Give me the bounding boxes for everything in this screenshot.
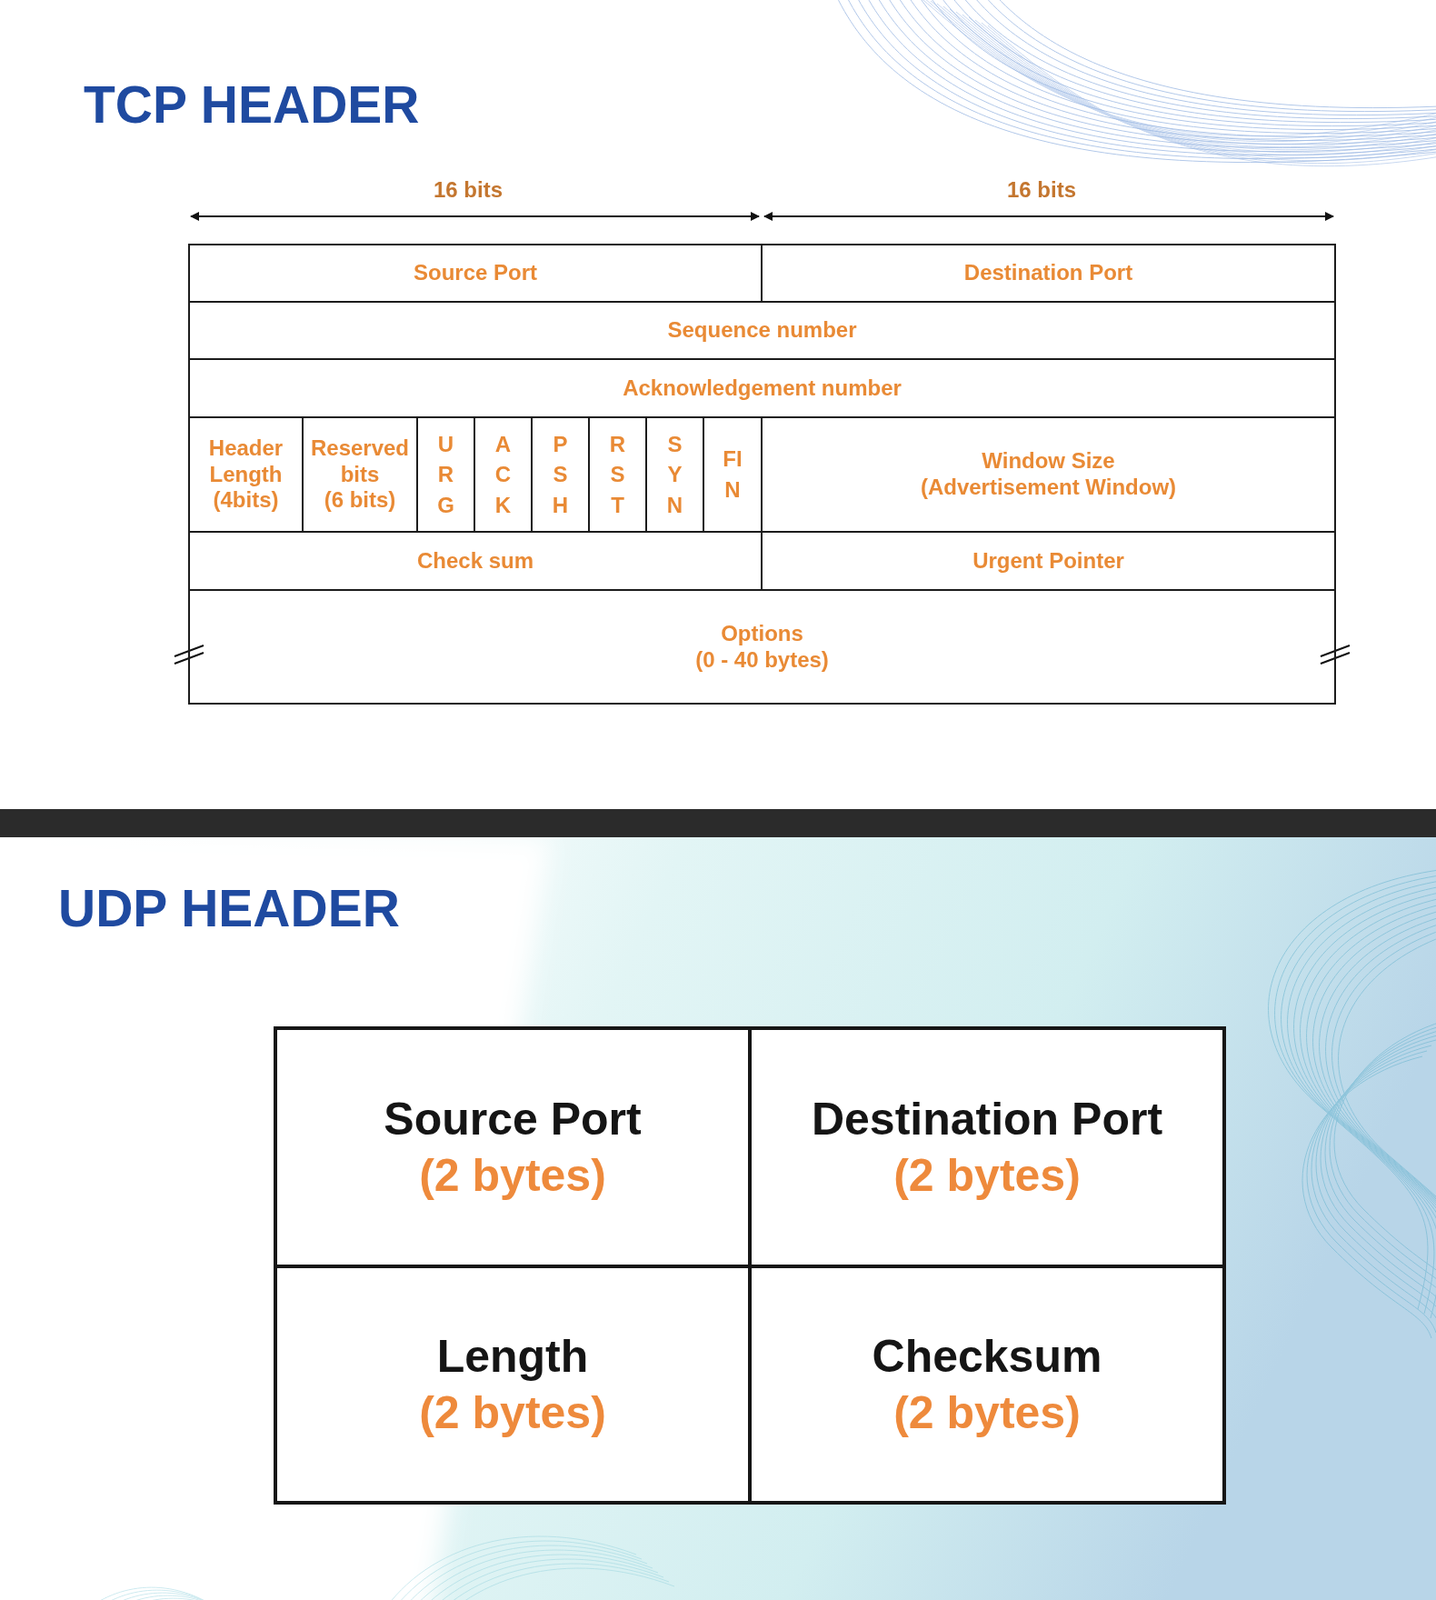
header-field: Acknowledgement number [188, 358, 1337, 419]
wave-line [1329, 1023, 1436, 1306]
wave-line [387, 1540, 642, 1600]
field-name: Destination Port [811, 1090, 1163, 1148]
width-arrow [190, 215, 759, 218]
width-label: 16 bits [950, 179, 1133, 201]
wave-line [419, 1567, 675, 1600]
wave-line [1294, 886, 1436, 1327]
flag-bit: ACK [473, 416, 533, 533]
flag-name: PSH [549, 428, 572, 521]
flag-name: RST [607, 428, 629, 521]
wave-lines [81, 1535, 675, 1600]
wave-line [975, 19, 1436, 161]
field-size: (2 bytes) [893, 1146, 1081, 1205]
wave-line [943, 6, 1436, 148]
top-ground [0, 0, 1436, 809]
header-field: Check sum [188, 530, 763, 591]
wave-line [1320, 1034, 1436, 1317]
field-name: Source Port [383, 1090, 641, 1148]
width-arrow [764, 215, 1334, 218]
wave-line [1332, 913, 1436, 1355]
field-size: (2 bytes) [893, 1384, 1081, 1442]
wave-line [962, 14, 1436, 156]
wave-line [968, 17, 1436, 159]
field-name: Check sum [417, 548, 534, 575]
wave-line [893, 0, 1436, 138]
flag-bit: FIN [702, 416, 763, 533]
field-size: (2 bytes) [418, 1384, 607, 1442]
wave-line [408, 1558, 664, 1600]
header-field: Source Port [188, 243, 763, 303]
wave-line [917, 0, 1436, 137]
udp-field: Checksum(2 bytes) [747, 1264, 1227, 1505]
wave-line [987, 25, 1436, 167]
wave-line [1302, 1056, 1432, 1338]
udp-field: Destination Port(2 bytes) [747, 1026, 1227, 1268]
field-name: Urgent Pointer [972, 548, 1125, 575]
wave-line [924, 0, 1436, 140]
header-field: Reserved bits (6 bits) [301, 416, 419, 533]
divider-band [0, 808, 1436, 838]
wave-line [949, 9, 1436, 150]
flag-bit: RST [588, 416, 648, 533]
wave-line [1313, 899, 1436, 1341]
flag-bit: SYN [645, 416, 705, 533]
wave-line [1338, 917, 1436, 1359]
header-field: Destination Port [760, 243, 1337, 303]
wave-line [414, 1563, 669, 1600]
field-name: Options (0 - 40 bytes) [684, 620, 841, 674]
section-title: UDP HEADER [58, 882, 604, 935]
field-name: Sequence number [667, 317, 857, 344]
wave-line [98, 1595, 235, 1600]
flag-bit: URG [416, 416, 476, 533]
wave-line [885, 0, 1436, 141]
flag-name: FIN [721, 443, 744, 505]
wave-line [958, 0, 1436, 109]
wave-line [1268, 867, 1436, 1309]
wave-line [926, 0, 1436, 123]
field-name: Window Size (Advertisement Window) [912, 448, 1186, 501]
wave-line [103, 1597, 240, 1600]
header-field: Window Size (Advertisement Window) [760, 416, 1337, 533]
wave-line [860, 0, 1436, 152]
flag-name: ACK [492, 428, 515, 521]
wave-line [956, 11, 1436, 153]
header-field: Sequence number [188, 300, 1337, 360]
wave-line [942, 0, 1436, 116]
wave-line [1316, 1039, 1436, 1322]
flag-bit: PSH [530, 416, 590, 533]
wave-lines [917, 0, 1436, 167]
wave-line [937, 3, 1436, 145]
wave-line [1281, 877, 1436, 1318]
flag-name: URG [435, 428, 458, 521]
field-name: Length [437, 1327, 589, 1386]
wave-line [909, 0, 1436, 130]
udp-field: Source Port(2 bytes) [273, 1026, 752, 1268]
wave-line [1300, 890, 1436, 1332]
field-name: Destination Port [964, 259, 1133, 287]
header-field: Header Length (4bits) [188, 416, 304, 533]
wave-lines [836, 0, 1436, 163]
field-name: Header Length (4bits) [193, 435, 300, 514]
wave-line [403, 1554, 659, 1600]
field-name: Checksum [872, 1327, 1103, 1386]
field-size: (2 bytes) [418, 1146, 607, 1205]
wave-line [1306, 1050, 1436, 1333]
header-field: Options (0 - 40 bytes) [188, 588, 1337, 705]
udp-field: Length(2 bytes) [273, 1264, 752, 1505]
wave-line [930, 0, 1436, 142]
flag-name: SYN [664, 428, 687, 521]
wave-line [1275, 872, 1436, 1314]
width-label: 16 bits [377, 179, 559, 201]
wave-line [981, 22, 1436, 164]
field-name: Reserved bits (6 bits) [307, 435, 413, 514]
wave-lines [1268, 867, 1436, 1359]
field-name: Source Port [413, 259, 538, 287]
header-field: Urgent Pointer [760, 530, 1337, 591]
field-name: Acknowledgement number [622, 375, 902, 402]
section-title: TCP HEADER [83, 79, 420, 131]
wave-line [87, 1589, 224, 1600]
